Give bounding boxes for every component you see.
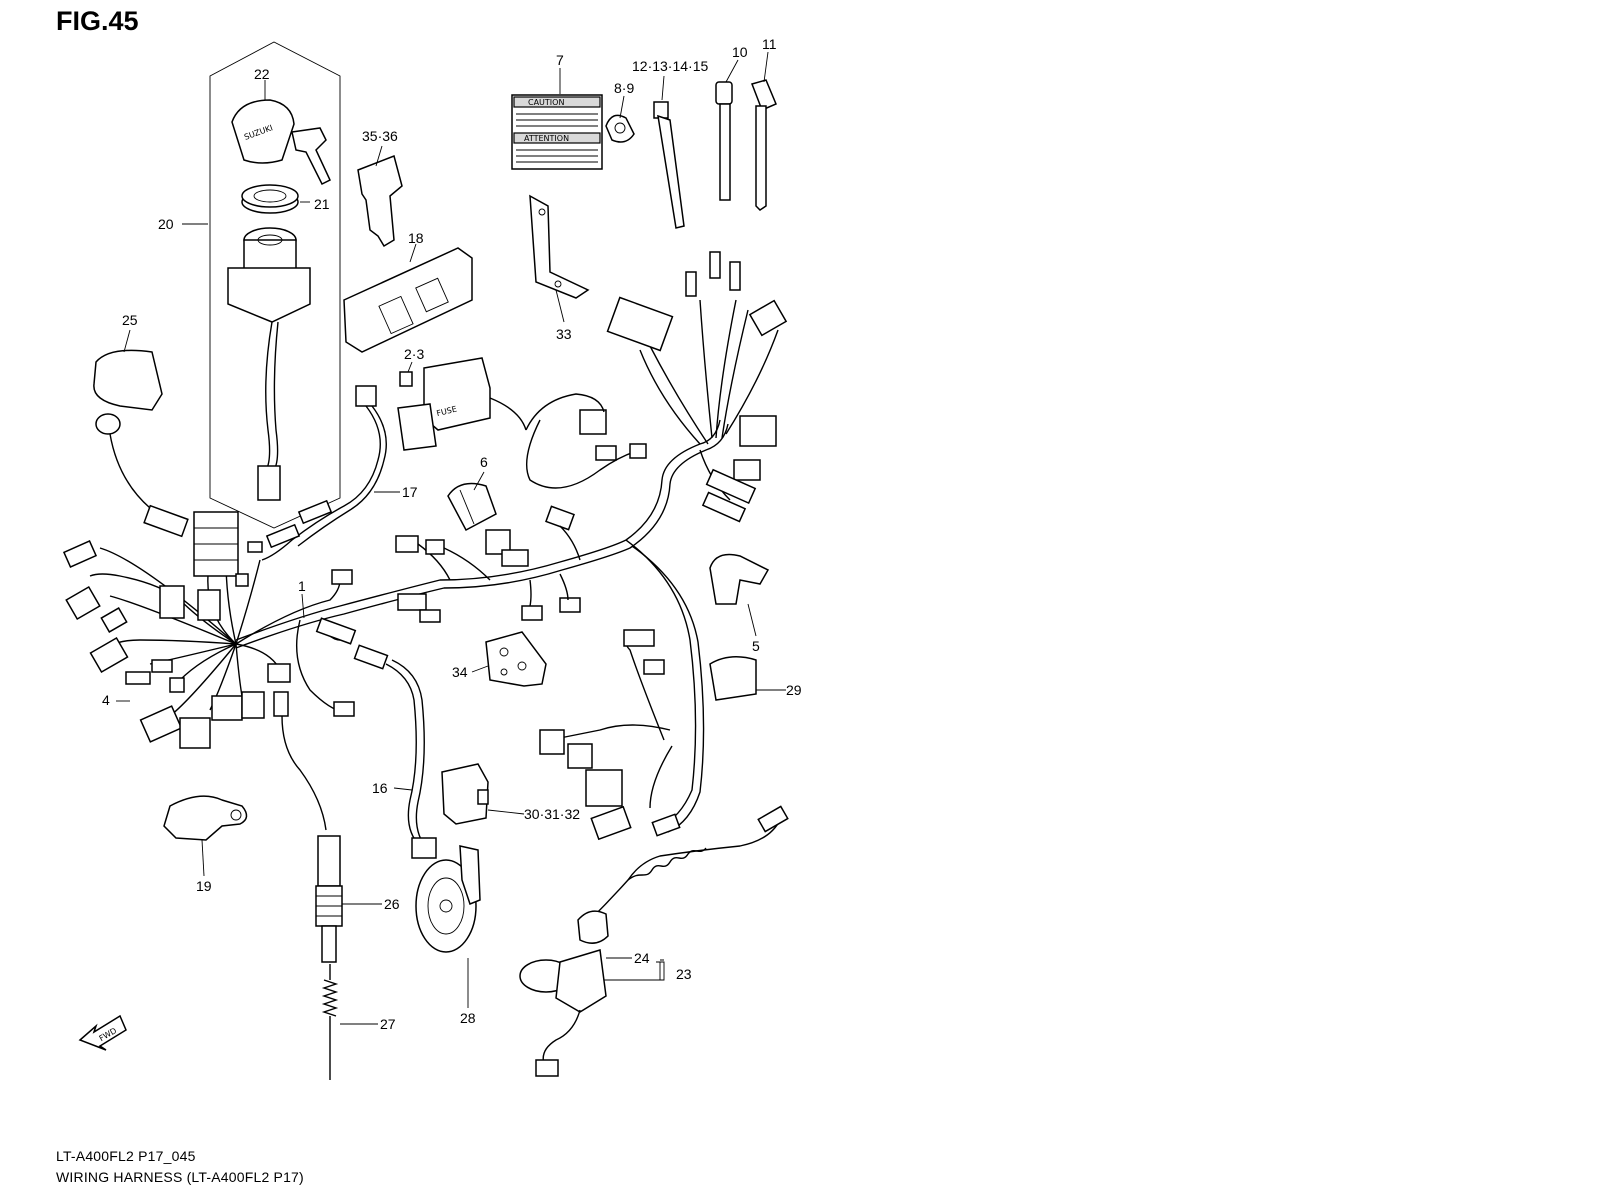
part-21-nut <box>241 184 299 214</box>
part-20-ignition-switch <box>227 227 311 501</box>
ignition-group-outline <box>209 41 341 529</box>
part-10-cable-tie <box>715 81 733 201</box>
part-26-sensor <box>281 715 343 963</box>
callout-17: 17 <box>402 484 418 500</box>
diagram-code: LT-A400FL2 P17_045 <box>56 1148 196 1164</box>
part-30-32-relay <box>441 763 489 825</box>
diagram-caption: WIRING HARNESS (LT-A400FL2 P17) <box>56 1169 304 1185</box>
callout-11: 11 <box>762 36 777 52</box>
callout-4: 4 <box>102 692 110 708</box>
callout-28: 28 <box>460 1010 476 1026</box>
part-22-ignition-key: SUZUKI <box>231 99 331 186</box>
caution-text: CAUTION <box>528 98 564 107</box>
part-6-boot <box>447 482 497 532</box>
callout-6: 6 <box>480 454 488 470</box>
callout-10: 10 <box>732 44 748 60</box>
part-27-spring <box>321 964 339 1080</box>
callout-26: 26 <box>384 896 400 912</box>
callout-27: 27 <box>380 1016 396 1032</box>
part-33-bracket <box>529 194 590 299</box>
callout-19: 19 <box>196 878 212 894</box>
part-25-handlebar-switch <box>93 349 189 538</box>
callout-7: 7 <box>556 52 564 68</box>
callout-16: 16 <box>372 780 388 796</box>
callout-2-3: 2·3 <box>404 346 425 362</box>
callout-33: 33 <box>556 326 572 342</box>
callout-30-32: 30·31·32 <box>524 806 581 822</box>
callout-22: 22 <box>254 66 270 82</box>
callout-18: 18 <box>408 230 424 246</box>
part-17-sub-harness <box>261 385 387 561</box>
callout-34: 34 <box>452 664 468 680</box>
figure-title: FIG.45 <box>56 6 139 36</box>
part-11-cable-tie <box>751 79 777 211</box>
callout-20: 20 <box>158 216 174 232</box>
part-18-bracket <box>343 247 473 353</box>
part-34-bracket <box>485 631 547 687</box>
part-28-horn <box>415 845 481 953</box>
part-16-sub-harness <box>353 644 437 859</box>
fwd-arrow-icon: FWD <box>78 1014 127 1051</box>
callout-35-36: 35·36 <box>362 128 398 144</box>
part-5-cover <box>709 553 770 605</box>
part-23-24-engine-stop-switch <box>519 805 789 1077</box>
callout-23: 23 <box>676 966 692 982</box>
callout-25: 25 <box>122 312 138 328</box>
part-29-cap <box>709 656 757 701</box>
part-35-36-key-blank <box>357 154 403 248</box>
callout-21: 21 <box>314 196 330 212</box>
callout-12-15: 12·13·14·15 <box>632 58 709 74</box>
part-12-15-cable-tie <box>653 101 685 229</box>
callout-29: 29 <box>786 682 802 698</box>
callout-8-9: 8·9 <box>614 80 635 96</box>
attention-text: ATTENTION <box>524 134 569 143</box>
callout-1: 1 <box>298 578 306 594</box>
callout-24: 24 <box>634 950 650 966</box>
part-7-caution-label: CAUTION ATTENTION <box>511 94 603 170</box>
part-19-switch <box>163 795 248 841</box>
leader-lines <box>116 51 786 1025</box>
part-8-9-clamp <box>605 114 635 143</box>
part-1-main-harness <box>62 251 788 841</box>
callout-5: 5 <box>752 638 760 654</box>
part-2-3-fuse-box: FUSE <box>397 357 527 451</box>
